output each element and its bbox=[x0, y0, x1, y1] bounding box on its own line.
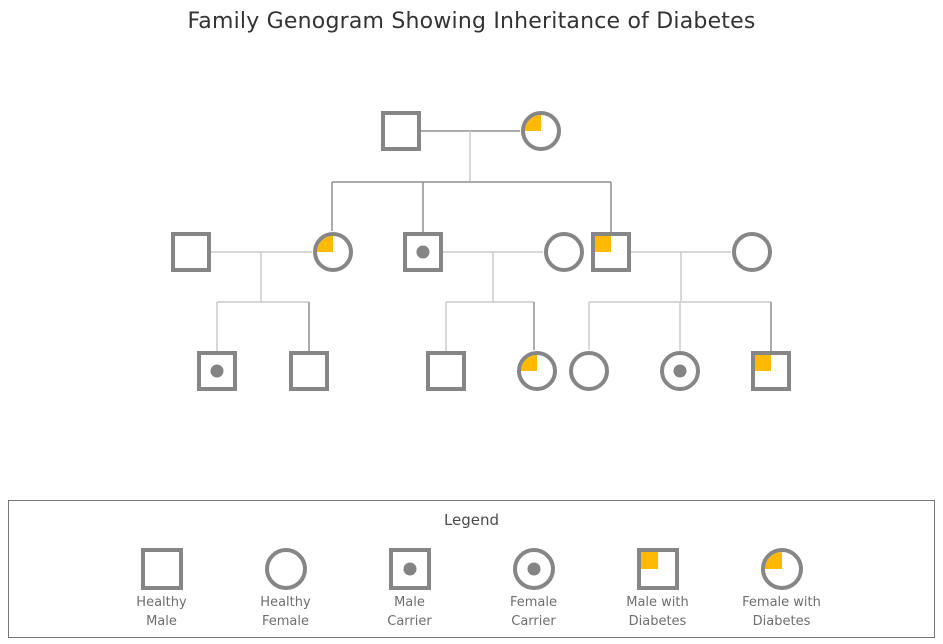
male-carrier-icon bbox=[388, 548, 431, 590]
female-carrier-icon bbox=[512, 548, 555, 590]
legend-label-line: Female with bbox=[742, 595, 821, 610]
legend-label-line: Male bbox=[146, 614, 177, 629]
diabetes-quarter bbox=[317, 236, 333, 252]
legend-title: Legend bbox=[443, 511, 500, 529]
person-g3-grandson-a1 bbox=[197, 351, 237, 391]
diabetes-quarter bbox=[755, 355, 771, 371]
legend-label-line: Diabetes bbox=[628, 614, 687, 629]
person-g3-granddaughter-b2 bbox=[517, 351, 557, 391]
person-g1-mother bbox=[521, 111, 561, 151]
legend-label-line: Diabetes bbox=[752, 614, 811, 629]
person-g2-son2 bbox=[591, 232, 631, 272]
carrier-dot bbox=[403, 562, 416, 576]
person-g3-grandson-b1 bbox=[426, 351, 466, 391]
person-g2-son1-wife bbox=[544, 232, 584, 272]
legend-label-line: Healthy bbox=[260, 595, 311, 610]
legend-label-line: Female bbox=[261, 614, 309, 629]
person-g3-grandson-a2 bbox=[289, 351, 329, 391]
person-g3-granddaughter-c2 bbox=[660, 351, 700, 391]
healthy-male-icon bbox=[140, 548, 183, 590]
person-g2-son2-wife bbox=[732, 232, 772, 272]
male-with-diabetes-icon bbox=[636, 548, 679, 590]
diabetes-quarter bbox=[525, 115, 541, 131]
carrier-dot bbox=[210, 364, 224, 378]
female-with-diabetes-icon bbox=[760, 548, 803, 590]
carrier-dot bbox=[527, 562, 540, 576]
diabetes-quarter bbox=[640, 552, 658, 569]
person-g1-father bbox=[381, 111, 421, 151]
legend-label-line: Healthy bbox=[136, 595, 187, 610]
person-g3-grandson-c3 bbox=[751, 351, 791, 391]
legend-label-line: Female bbox=[509, 595, 557, 610]
legend-label-line: Male with bbox=[626, 595, 689, 610]
person-g2-daughter bbox=[313, 232, 353, 272]
person-g3-granddaughter-c1 bbox=[569, 351, 609, 391]
carrier-dot bbox=[416, 245, 430, 259]
diabetes-quarter bbox=[595, 236, 611, 252]
legend-label-line: Male bbox=[394, 595, 425, 610]
legend-label-line: Carrier bbox=[387, 614, 432, 629]
genogram-tree bbox=[171, 111, 791, 391]
legend-label-line: Carrier bbox=[511, 614, 556, 629]
page-title: Family Genogram Showing Inheritance of D… bbox=[187, 9, 756, 34]
healthy-female-icon bbox=[264, 548, 307, 590]
carrier-dot bbox=[673, 364, 687, 378]
person-g2-son1 bbox=[403, 232, 443, 272]
diabetes-quarter bbox=[521, 355, 537, 371]
person-g2-daughter-husband bbox=[171, 232, 211, 272]
diabetes-quarter bbox=[764, 552, 782, 569]
